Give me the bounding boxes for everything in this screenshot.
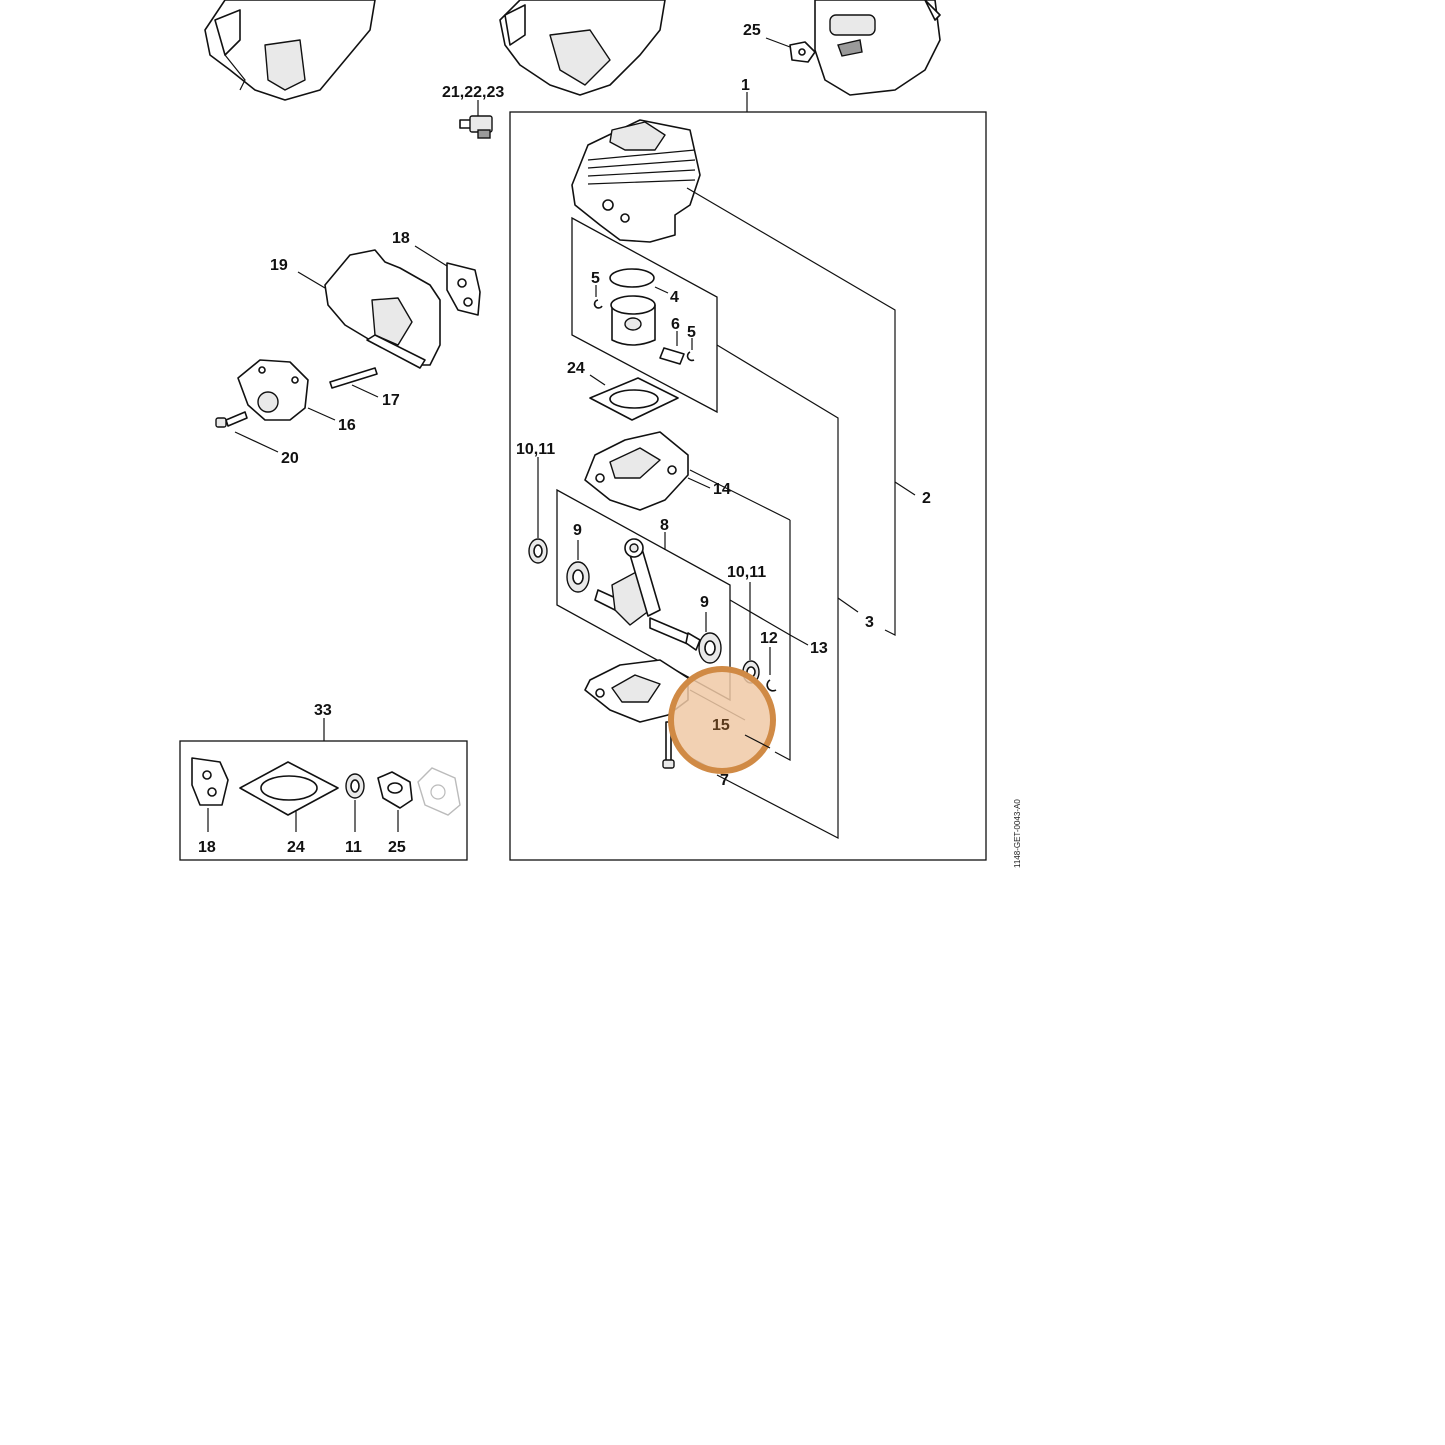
seal-11-kit: 11 (345, 773, 365, 856)
circlip-12: 12 (760, 630, 778, 692)
crankshaft: 8 (594, 517, 701, 651)
circlip-left: 5 (591, 270, 603, 309)
oil-seal-right: 10,11 (727, 564, 766, 684)
label-18-top: 18 (392, 230, 410, 247)
label-21-22-23: 21,22,23 (442, 84, 504, 101)
label-20: 20 (281, 450, 299, 467)
flange-gasket-18: 18 (392, 230, 481, 316)
oil-seal-left: 10,11 (516, 441, 555, 564)
intake-manifold-16: 16 (237, 359, 356, 434)
label-6: 6 (671, 316, 680, 333)
bolt-17: 17 (329, 367, 400, 409)
label-18-kit: 18 (198, 839, 216, 856)
label-15: 15 (712, 717, 730, 734)
label-17: 17 (382, 392, 400, 409)
label-14: 14 (713, 481, 731, 498)
label-8: 8 (660, 517, 669, 534)
spark-plug: 21,22,23 (442, 84, 504, 139)
label-19: 19 (270, 257, 288, 274)
gasket-18-kit: 18 (191, 757, 229, 856)
gasket-ghost (417, 767, 461, 816)
label-4: 4 (670, 289, 679, 306)
crankcase-top: 14 (584, 431, 731, 511)
piston-subframe (571, 216, 718, 414)
piston-pin: 6 (659, 316, 685, 365)
label-25-kit: 25 (388, 839, 406, 856)
engine-cover-right (499, 0, 666, 96)
cylinder-base-gasket: 24 (567, 360, 679, 421)
gasket-set-box: 33 (179, 702, 468, 861)
label-16: 16 (338, 417, 356, 434)
label-10-11-left: 10,11 (516, 441, 555, 458)
label-25-top: 25 (743, 22, 761, 39)
highlight-15[interactable]: 15 (668, 666, 776, 774)
label-11-kit: 11 (345, 839, 362, 856)
muffler (814, 0, 941, 96)
carburetor-flange-housing: 19 (270, 249, 441, 369)
screw-20: 20 (215, 411, 299, 467)
piston-ring: 4 (609, 268, 679, 306)
label-10-11-right: 10,11 (727, 564, 766, 581)
label-9-right: 9 (700, 594, 709, 611)
cylinder-assembly-frame: 1 (509, 77, 987, 861)
gasket-24-kit: 24 (239, 761, 339, 856)
label-33: 33 (314, 702, 332, 719)
bearing-right: 9 (698, 594, 722, 664)
label-2: 2 (922, 490, 931, 507)
cylinder (571, 119, 701, 243)
label-5-left: 5 (591, 270, 600, 287)
label-9-left: 9 (573, 522, 582, 539)
engine-cover-left (204, 0, 376, 101)
circlip-right: 5 (686, 324, 696, 362)
label-24-kit: 24 (287, 839, 305, 856)
label-3: 3 (865, 614, 874, 631)
label-7: 7 (720, 772, 729, 789)
label-5-right: 5 (687, 324, 696, 341)
bearing-left: 9 (566, 522, 590, 593)
piston (610, 295, 656, 346)
label-1: 1 (741, 77, 750, 94)
label-13: 13 (810, 640, 828, 657)
muffler-gasket: 25 (743, 22, 816, 63)
gasket-25-kit: 25 (377, 771, 413, 856)
label-24-main: 24 (567, 360, 585, 377)
drawing-code: 1148-GET-0043-A0 (1013, 799, 1022, 868)
label-12: 12 (760, 630, 778, 647)
